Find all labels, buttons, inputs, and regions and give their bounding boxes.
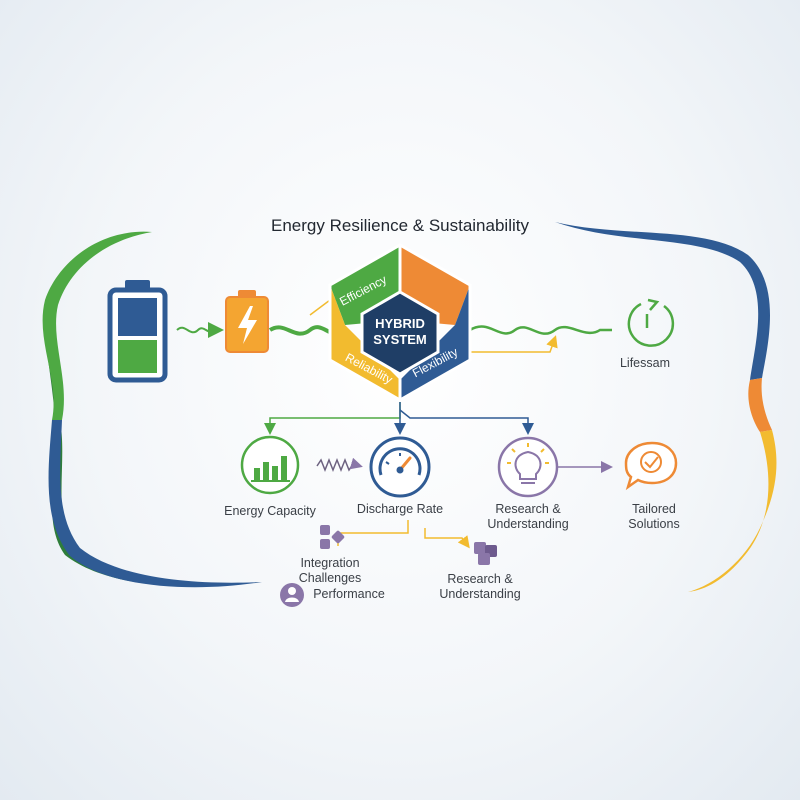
hub-right-yellow-line [470,335,558,353]
right-swoosh [555,222,777,592]
label-tailored-solutions: Tailored Solutions [604,502,704,532]
bar-chart-icon [240,435,300,495]
label-discharge-rate: Discharge Rate [356,502,444,516]
hub-right-wave [469,325,612,335]
puzzle-icon [320,525,345,549]
left-swoosh [42,231,262,588]
hybrid-hub [328,243,472,402]
label-tailored-line2: Solutions [628,517,680,531]
label-tailored-line1: Tailored [632,502,676,516]
label-integration-line1: Integration [300,556,360,570]
gauge-icon [369,436,431,498]
diagram-title: Energy Resilience & Sustainability [271,216,529,235]
hub-center-line1: HYBRID [375,316,425,331]
charging-battery-icon [225,290,269,353]
hub-center-line2: SYSTEM [373,332,426,347]
capacity-to-discharge-arrow [316,457,363,473]
person-icon [280,583,304,607]
label-research-1-line2: Understanding [487,517,569,531]
label-research-2-line2: Understanding [439,587,521,601]
label-performance: Performance [313,587,385,601]
lightbulb-icon [497,436,559,498]
label-research-1-line1: Research & [495,502,561,516]
battery-icon [107,280,168,383]
label-research-2-line1: Research & [447,572,513,586]
branch-to-capacity [264,402,401,435]
discharge-to-integration-line [337,520,409,546]
timer-icon [627,298,675,347]
chat-check-icon [624,441,678,491]
label-research-1: Research & Understanding [468,502,588,532]
label-research-2: Research & Understanding [420,572,540,602]
gears-icon [474,542,497,565]
battery-to-charge-arrow [176,322,224,338]
label-integration-challenges: Integration Challenges [280,556,380,586]
label-integration-line2: Challenges [298,571,362,585]
branch-to-research [399,409,534,435]
label-energy-capacity: Energy Capacity [224,504,316,518]
discharge-to-research2-line [424,528,470,549]
label-lifespan: Lifessam [619,356,671,370]
